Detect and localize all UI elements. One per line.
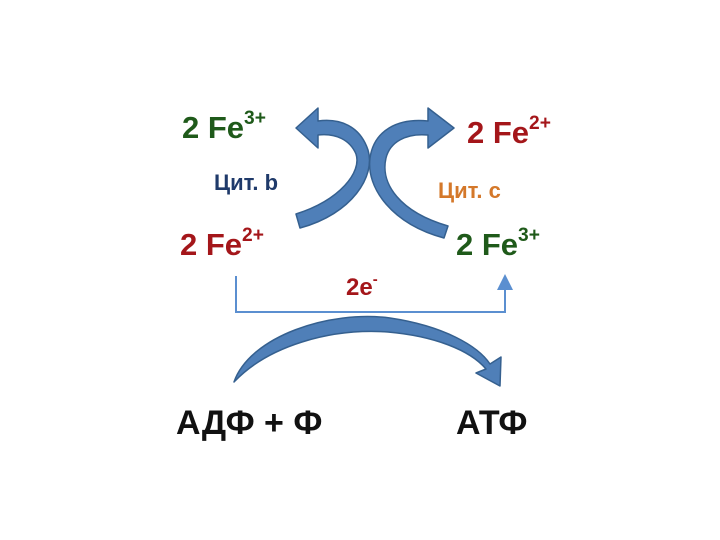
- curved-arrow-down-right-icon: [233, 315, 502, 387]
- cyt-c-text: Цит. с: [438, 178, 501, 203]
- bottom-right-fe3: 2 Fe3+: [456, 225, 540, 262]
- cyt-b-text: Цит. b: [214, 170, 279, 195]
- electron-text: 2e: [346, 274, 373, 301]
- top-left-coef: 2 Fe: [182, 110, 245, 145]
- cyt-b-label: Цит. b: [214, 172, 278, 194]
- arrowhead-up-icon: [497, 274, 513, 290]
- curved-arrow-up-left-icon: [295, 107, 371, 229]
- bottom-right-charge: 3+: [518, 224, 540, 246]
- bottom-left-fe2: 2 Fe2+: [180, 225, 264, 262]
- bottom-left-coef: 2 Fe: [180, 227, 243, 262]
- atp-label: АТФ: [456, 406, 527, 440]
- adp-label: АДФ + Ф: [176, 406, 322, 440]
- cyt-c-label: Цит. с: [438, 180, 501, 202]
- electron-label: 2e-: [346, 272, 378, 301]
- bottom-left-charge: 2+: [242, 224, 264, 246]
- top-left-charge: 3+: [244, 107, 266, 129]
- adp-text: АДФ + Ф: [176, 404, 323, 442]
- electron-connector-line: [235, 276, 506, 313]
- electron-charge: -: [372, 271, 378, 288]
- atp-text: АТФ: [456, 404, 528, 442]
- top-right-coef: 2 Fe: [467, 115, 530, 150]
- top-left-fe3: 2 Fe3+: [182, 108, 266, 145]
- bottom-right-coef: 2 Fe: [456, 227, 519, 262]
- top-right-fe2: 2 Fe2+: [467, 113, 551, 150]
- top-right-charge: 2+: [529, 112, 551, 134]
- curved-arrow-up-right-icon: [368, 107, 455, 239]
